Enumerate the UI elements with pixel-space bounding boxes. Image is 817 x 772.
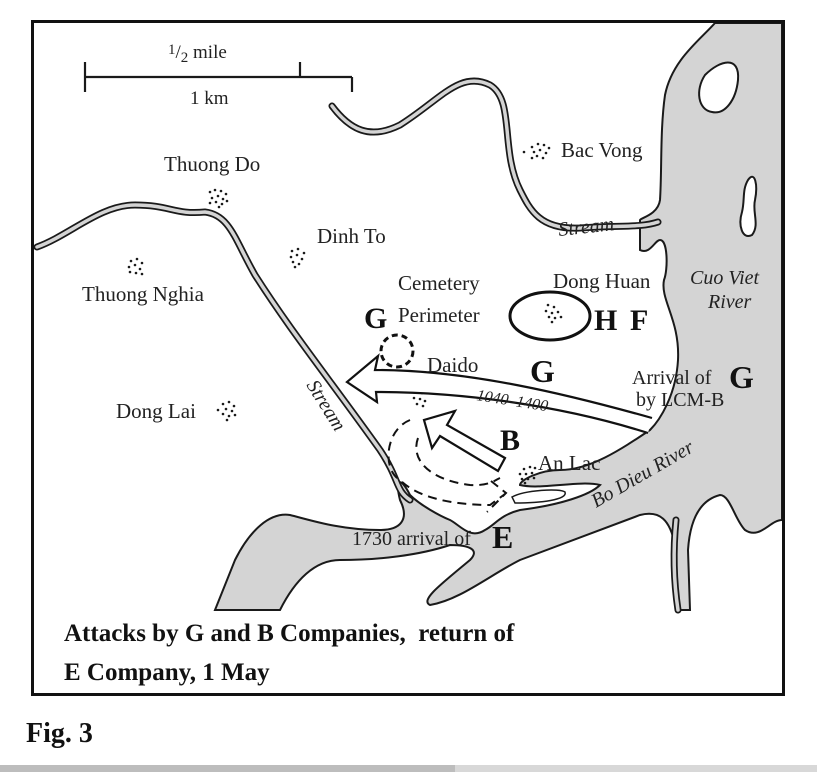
village-label-bac-vong: Bac Vong bbox=[561, 138, 643, 162]
village-marker-dong-huan bbox=[544, 303, 563, 324]
figure-label: Fig. 3 bbox=[26, 718, 93, 749]
island-lower bbox=[739, 175, 758, 237]
village-marker-thuong-do bbox=[208, 188, 229, 209]
dong-huan-perimeter bbox=[508, 290, 592, 342]
cuo-viet-river-label-line2: River bbox=[707, 291, 752, 313]
scale-half-mile-label: 1/2 mile bbox=[168, 42, 227, 66]
village-label-dinh-to: Dinh To bbox=[317, 224, 386, 248]
company-g-arrival: G bbox=[729, 359, 754, 395]
village-markers bbox=[127, 142, 563, 485]
company-e: E bbox=[492, 519, 513, 555]
caption-line2: E Company, 1 May bbox=[64, 659, 270, 686]
b-attack-arrow bbox=[422, 409, 507, 473]
scale-km-label: 1 km bbox=[190, 88, 229, 109]
streams bbox=[34, 77, 682, 614]
g-attack-arrow bbox=[345, 353, 653, 435]
stream-label-west: Stream bbox=[302, 376, 350, 435]
map-frame: 1/2 mile 1 km bbox=[31, 20, 785, 696]
village-label-thuong-nghia: Thuong Nghia bbox=[82, 282, 205, 306]
map-canvas: 1/2 mile 1 km bbox=[34, 23, 782, 686]
company-f: F bbox=[630, 304, 648, 337]
village-label-thuong-do: Thuong Do bbox=[164, 152, 260, 176]
caption-line1: Attacks by G and B Companies, return of bbox=[64, 620, 515, 647]
cuo-viet-river-label-line1: Cuo Viet bbox=[690, 267, 760, 289]
company-h: H bbox=[594, 304, 617, 337]
cemetery-perimeter-circle bbox=[379, 333, 415, 369]
stream-label-north: Stream bbox=[557, 213, 615, 241]
river-island bbox=[511, 489, 566, 504]
arrival-label-line2: by LCM-B bbox=[636, 389, 724, 411]
company-g-attack: G bbox=[530, 353, 555, 389]
arrival-label-line1: Arrival of bbox=[632, 367, 712, 389]
village-label-an-lac: An Lac bbox=[538, 451, 600, 475]
village-marker-bac-vong bbox=[522, 142, 551, 160]
scale-bar bbox=[83, 62, 354, 92]
village-label-daido: Daido bbox=[427, 353, 478, 377]
bottom-scrollbar-thumb[interactable] bbox=[0, 765, 455, 772]
e-arrival-label: 1730 arrival of bbox=[352, 528, 471, 550]
cemetery-label-line2: Perimeter bbox=[398, 303, 480, 327]
village-marker-dinh-to bbox=[289, 247, 306, 269]
e-company-route bbox=[387, 419, 508, 513]
cemetery-label-line1: Cemetery bbox=[398, 271, 480, 295]
village-label-dong-lai: Dong Lai bbox=[116, 399, 196, 423]
village-marker-an-lac bbox=[518, 465, 537, 485]
village-label-dong-huan: Dong Huan bbox=[553, 269, 651, 293]
cuo-viet-river bbox=[213, 23, 782, 611]
company-b: B bbox=[500, 424, 520, 457]
company-g-cemetery: G bbox=[364, 302, 387, 335]
village-marker-thuong-nghia bbox=[127, 257, 144, 276]
island-upper bbox=[698, 61, 740, 114]
village-marker-dong-lai bbox=[216, 400, 237, 422]
